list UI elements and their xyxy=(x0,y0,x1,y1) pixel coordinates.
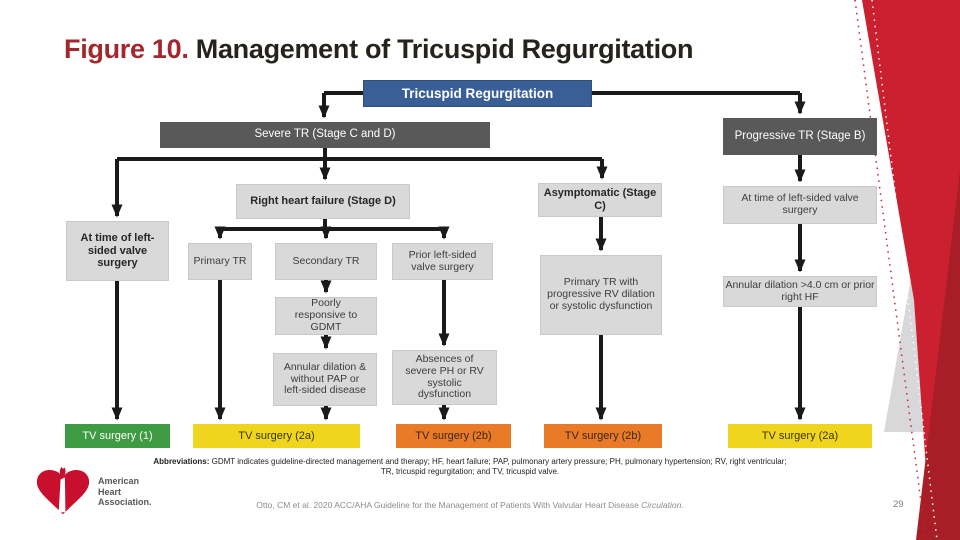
node-at-time-left-sided-surgery-stage-b: At time of left-sided valve surgery xyxy=(723,186,877,224)
node-label: Secondary TR xyxy=(292,254,360,267)
node-label: Severe TR (Stage C and D) xyxy=(254,128,396,141)
node-severe-tr: Severe TR (Stage C and D) xyxy=(160,122,490,148)
outcome-tv-surgery-2a-left: TV surgery (2a) xyxy=(193,424,360,448)
node-label: Progressive TR (Stage B) xyxy=(734,129,866,142)
outcome-label: TV surgery (2a) xyxy=(238,429,315,442)
outcome-tv-surgery-1: TV surgery (1) xyxy=(65,424,170,448)
citation-journal: Circulation. xyxy=(641,500,684,510)
aha-logo-line2: Heart xyxy=(98,486,122,497)
node-label: Primary TR with progressive RV dilation … xyxy=(547,276,655,312)
node-absence-severe-ph-rv: Absences of severe PH or RV systolic dys… xyxy=(392,350,497,405)
node-label: Annular dilation >4.0 cm or prior right … xyxy=(725,278,875,303)
abbreviations-label: Abbreviations: xyxy=(153,457,210,466)
outcome-tv-surgery-2b-mid: TV surgery (2b) xyxy=(396,424,511,448)
node-tricuspid-regurgitation: Tricuspid Regurgitation xyxy=(363,80,592,107)
citation-text: Otto, CM et al. 2020 ACC/AHA Guideline f… xyxy=(256,500,642,510)
node-label: Prior left-sided valve surgery xyxy=(408,248,477,273)
node-poorly-responsive-gdmt: Poorly responsive to GDMT xyxy=(275,297,377,335)
node-label: At time of left-sided valve surgery xyxy=(80,232,155,270)
node-primary-tr-progressive-rv: Primary TR with progressive RV dilation … xyxy=(540,255,662,335)
slide-title: Figure 10. Management of Tricuspid Regur… xyxy=(64,34,693,65)
citation: Otto, CM et al. 2020 ACC/AHA Guideline f… xyxy=(150,500,790,510)
node-label: Absences of severe PH or RV systolic dys… xyxy=(405,352,484,401)
node-secondary-tr: Secondary TR xyxy=(275,243,377,280)
outcome-tv-surgery-2a-stage-b: TV surgery (2a) xyxy=(728,424,872,448)
node-label: At time of left-sided valve surgery xyxy=(741,192,859,216)
node-asymptomatic: Asymptomatic (Stage C) xyxy=(538,183,662,217)
node-label: Asymptomatic (Stage C) xyxy=(543,187,657,212)
outcome-tv-surgery-2b-right: TV surgery (2b) xyxy=(544,424,662,448)
outcome-label: TV surgery (2b) xyxy=(415,429,492,442)
figure-number: Figure 10. xyxy=(64,34,189,64)
aha-logo-line3: Association. xyxy=(98,497,152,508)
node-label: Annular dilation & without PAP or left-s… xyxy=(283,360,367,397)
node-label: Right heart failure (Stage D) xyxy=(250,195,396,208)
title-text: Management of Tricuspid Regurgitation xyxy=(188,34,694,64)
aha-logo-line1: American xyxy=(98,476,140,487)
node-label: Tricuspid Regurgitation xyxy=(401,85,554,101)
outcome-label: TV surgery (2a) xyxy=(761,429,839,442)
outcome-label: TV surgery (1) xyxy=(82,429,153,442)
node-right-heart-failure: Right heart failure (Stage D) xyxy=(236,184,410,219)
node-label: Poorly responsive to GDMT xyxy=(294,297,358,333)
outcome-label: TV surgery (2b) xyxy=(564,429,642,442)
abbreviations-text: GDMT indicates guideline-directed manage… xyxy=(209,457,787,476)
node-progressive-tr: Progressive TR (Stage B) xyxy=(723,118,877,155)
node-label: Primary TR xyxy=(193,254,247,267)
node-annular-dilation-without-pap: Annular dilation & without PAP or left-s… xyxy=(273,353,377,406)
node-at-time-left-sided-surgery: At time of left-sided valve surgery xyxy=(66,221,169,281)
node-annular-dilation-4cm: Annular dilation >4.0 cm or prior right … xyxy=(723,276,877,307)
node-prior-left-sided-surgery: Prior left-sided valve surgery xyxy=(392,243,493,280)
page-number: 29 xyxy=(893,499,904,510)
aha-heart-torch-icon xyxy=(36,466,90,515)
abbreviations-note: Abbreviations: GDMT indicates guideline-… xyxy=(150,457,790,477)
node-primary-tr: Primary TR xyxy=(188,243,252,280)
aha-logo: American Heart Association. xyxy=(34,466,152,518)
aha-logo-text: American Heart Association. xyxy=(98,476,152,508)
